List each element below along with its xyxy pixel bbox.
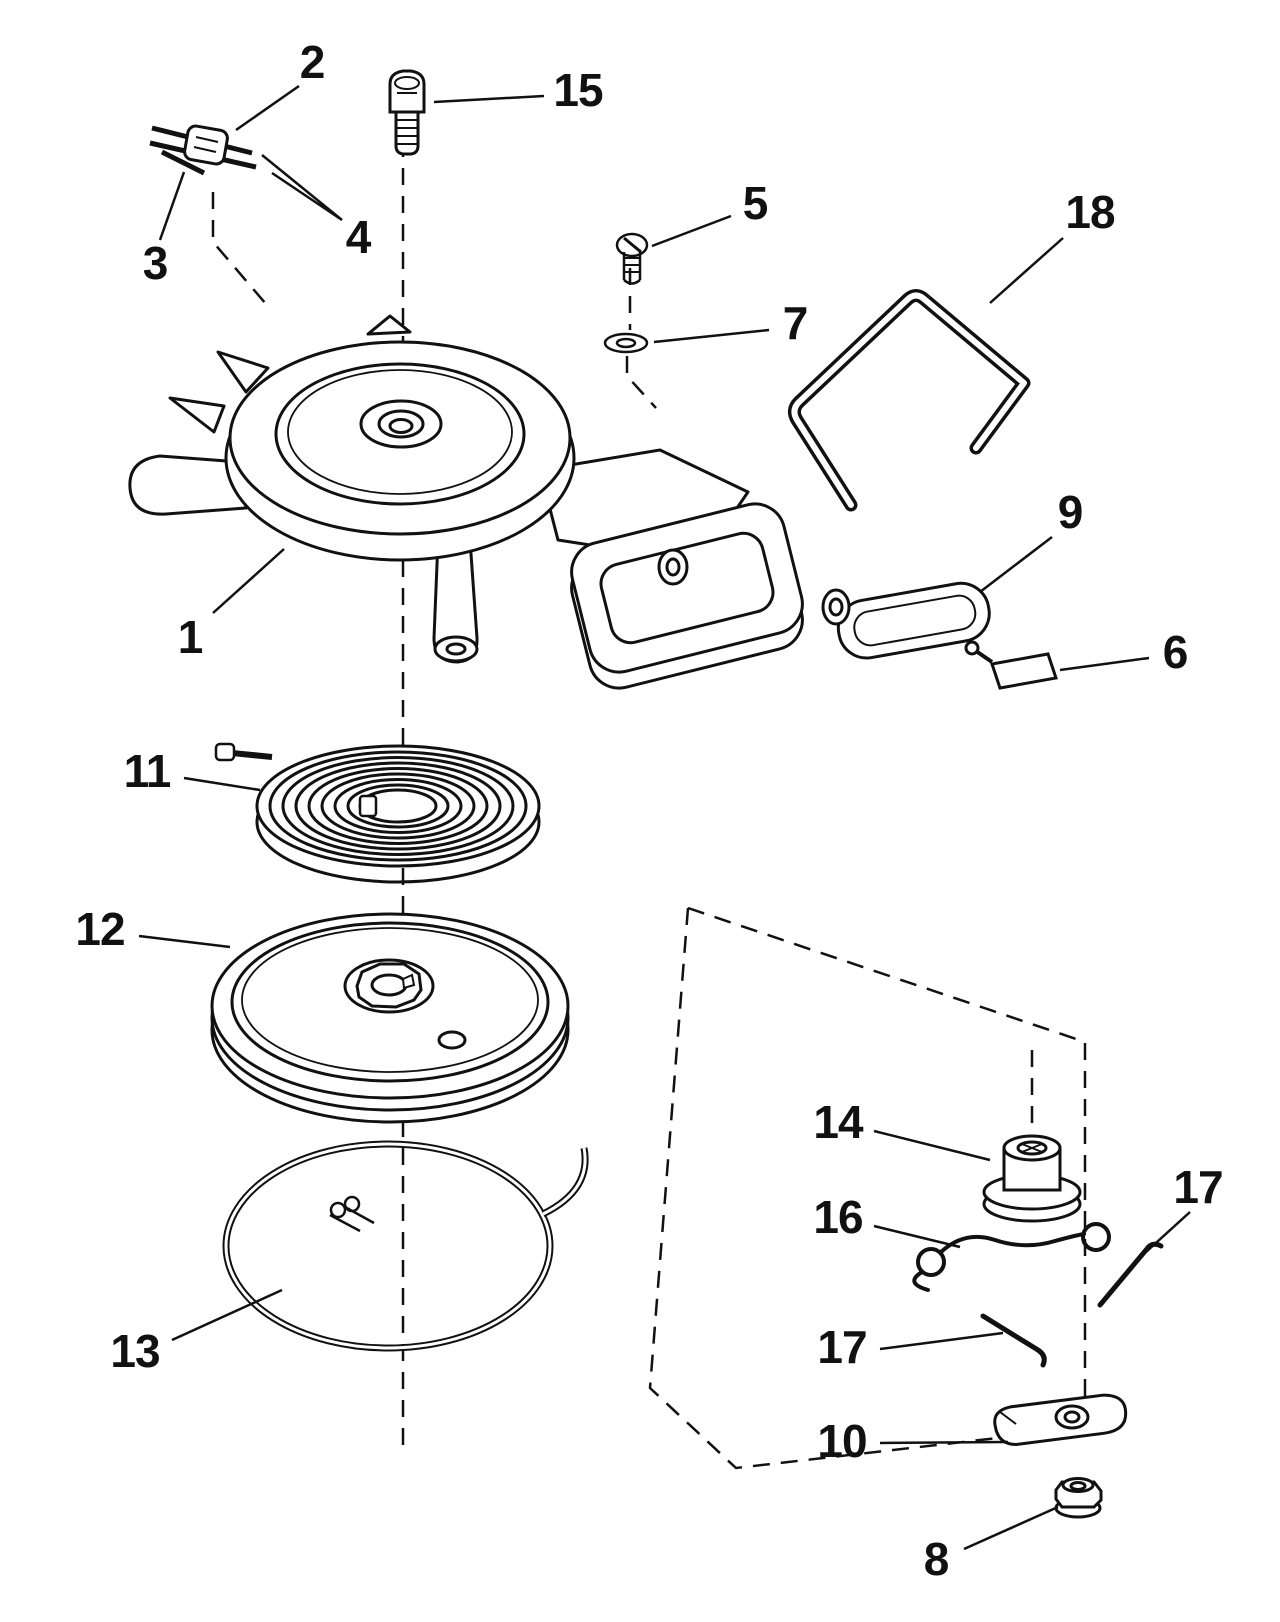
part-9-starter-handle [821,581,994,664]
callout-part-10: 10 [817,1415,867,1467]
callout-part-14: 14 [813,1096,863,1148]
part-6-plate [990,652,1058,690]
part-16-friction-spring [912,1222,1111,1292]
part-17-pin-lower [980,1313,1047,1368]
callout-part-9: 9 [1057,486,1084,538]
part-13-starter-rope [222,1140,589,1352]
callout-part-6: 6 [1162,626,1189,678]
part-14-bushing [982,1134,1082,1223]
part-11-rewind-spring [214,742,541,884]
callout-part-17-right: 17 [1173,1161,1223,1213]
callout-part-11: 11 [123,745,172,797]
callout-part-15: 15 [553,64,603,116]
part-15-screw [388,69,426,156]
part-12-starter-pulley [210,912,570,1124]
part-1-starter-housing [128,314,804,690]
part-7-washer [603,332,649,354]
callout-part-16: 16 [813,1191,863,1243]
part-2-3-4-anchor-and-pins [149,124,257,176]
callout-part-5: 5 [742,177,769,229]
callout-part-13: 13 [110,1325,160,1377]
callout-part-7: 7 [782,297,809,349]
leader-lines [138,84,1191,1551]
callout-part-2: 2 [299,36,326,88]
part-8-nut [1054,1477,1103,1519]
callout-part-18: 18 [1065,186,1115,238]
callout-part-12: 12 [75,903,125,955]
part-5-screw [615,232,649,285]
part-17-pin-right [1097,1241,1164,1308]
callout-part-4: 4 [345,211,372,263]
callout-part-8: 8 [923,1533,950,1585]
callout-part-17-lower: 17 [817,1321,867,1373]
part-18-handle-bracket [787,289,1031,512]
part-10-starter-pawl [993,1393,1128,1446]
callout-part-3: 3 [142,237,169,289]
callout-part-1: 1 [177,611,204,663]
